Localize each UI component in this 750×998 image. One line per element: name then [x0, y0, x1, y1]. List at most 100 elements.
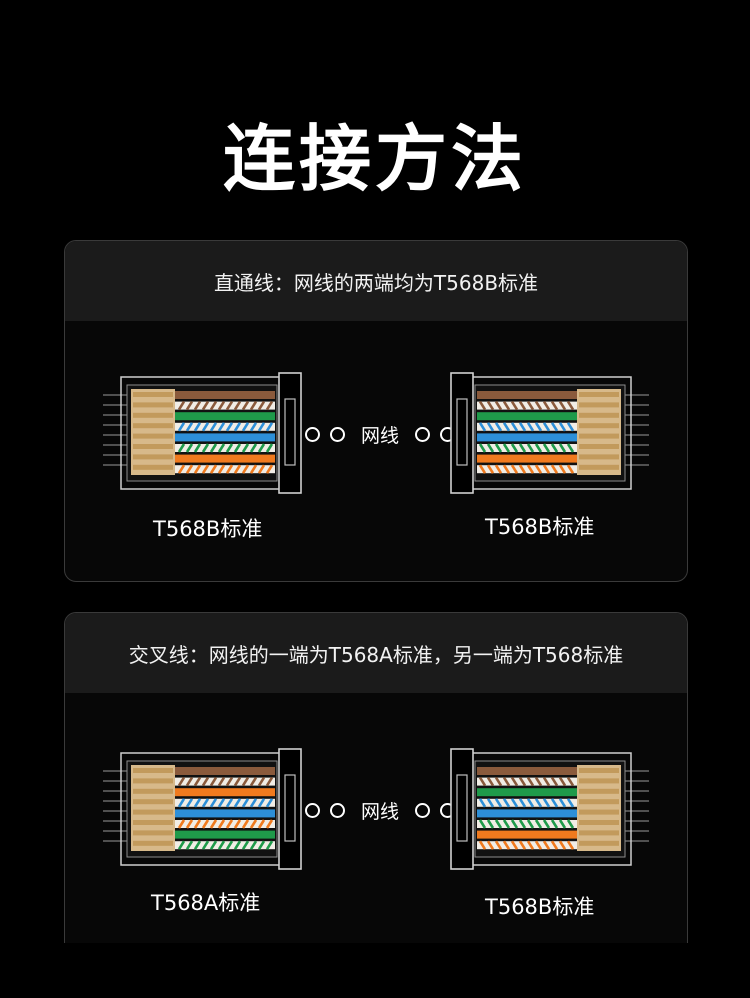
wire-stripe [534, 464, 543, 474]
contact-strip [131, 389, 175, 475]
wire-stripe [265, 776, 274, 787]
wire-stripe [209, 819, 218, 829]
contact-pin [133, 423, 173, 429]
wire-stripe [526, 464, 535, 474]
wire-stripe [217, 422, 226, 432]
contact-pin [133, 820, 173, 825]
wire-stripe [233, 840, 242, 850]
wire-white-orange [175, 465, 275, 474]
link-dot [330, 803, 345, 818]
contact-pin [579, 402, 619, 408]
wire-stripe [201, 798, 210, 808]
wire-stripe [526, 776, 535, 787]
wire-stripe [177, 422, 186, 432]
wire-stripe [518, 819, 527, 829]
contact-pin [133, 433, 173, 439]
wire-stripe [510, 776, 519, 787]
wire-stripe [185, 422, 194, 432]
wire-green [477, 788, 577, 797]
wire-stripe [225, 400, 234, 411]
contact-pin [579, 830, 619, 836]
wire-stripe [257, 400, 266, 411]
wire-stripe [217, 443, 226, 453]
wire-stripe [494, 422, 503, 432]
contact-pin [133, 799, 173, 805]
wire-stripe [486, 776, 495, 787]
left-standard-label: T568B标准 [153, 517, 263, 541]
wire-stripe [185, 400, 194, 411]
wire-stripe [201, 400, 210, 411]
wire-stripe [550, 443, 559, 453]
wire-stripe [526, 840, 535, 850]
contact-strip [131, 765, 175, 851]
wire-stripe [558, 776, 567, 787]
wire-brown [175, 391, 275, 399]
wire-stripe [265, 443, 274, 453]
wire-stripe [566, 443, 575, 453]
wire-stripe [257, 443, 266, 453]
contact-pin [133, 464, 173, 470]
wire-stripe [526, 422, 535, 432]
wire-stripe [542, 798, 551, 808]
wire-stripe [558, 798, 567, 808]
contact-pin [133, 402, 173, 408]
contact-pin [579, 788, 619, 794]
latch-slot [456, 398, 468, 466]
wire-stripe [193, 422, 202, 432]
contact-pin [579, 799, 619, 805]
wire-stripe [502, 840, 511, 850]
wire-stripe [225, 422, 234, 432]
wire-green [175, 412, 275, 421]
contact-pin [133, 768, 173, 773]
wire-stripe [566, 776, 575, 787]
wire-stripe [209, 840, 218, 850]
wire-stripe [558, 840, 567, 850]
link-dot [305, 427, 320, 442]
wire-white-orange [175, 820, 275, 828]
wire-stripe [502, 819, 511, 829]
wire-stripe [518, 464, 527, 474]
wire-stripe [209, 464, 218, 474]
cable-label: 网线 [361, 425, 400, 447]
wire-stripe [494, 798, 503, 808]
wire-stripe [201, 840, 210, 850]
wire-green [175, 830, 275, 839]
connector-left-t568a [103, 748, 302, 870]
wire-stripe [518, 422, 527, 432]
wire-stripe [486, 840, 495, 850]
wire-stripe [478, 422, 487, 432]
contact-pin [579, 412, 619, 418]
wire-stripe [478, 776, 487, 787]
contact-strip [577, 389, 621, 475]
wire-stripe [486, 443, 495, 453]
wire-stripe [518, 798, 527, 808]
wire-stripe [185, 776, 194, 787]
wire-blue [175, 433, 275, 442]
cable-link: 网线 [305, 797, 456, 824]
wire-stripe [542, 443, 551, 453]
connector-right-t568b [450, 748, 649, 870]
wire-stripe [526, 443, 535, 453]
wire-stripe [265, 798, 274, 808]
wire-stripe [177, 443, 186, 453]
wire-stripe [193, 840, 202, 850]
wire-stripe [217, 400, 226, 411]
connector-latch [278, 372, 302, 494]
wire-white-brown [477, 401, 577, 410]
wire-stripe [241, 400, 250, 411]
wire-stripe [558, 819, 567, 829]
link-dot [415, 803, 431, 818]
wire-stripe [534, 776, 543, 787]
wire-stripe [257, 422, 266, 432]
wire-stripe [217, 840, 226, 850]
cable-link: 网线 [305, 421, 456, 448]
contact-pin [579, 454, 619, 460]
wire-stripe [566, 464, 575, 474]
wire-stripe [566, 422, 575, 432]
wire-stripe [494, 400, 503, 411]
wire-stripe [233, 776, 242, 787]
wire-stripe [201, 776, 210, 787]
wire-stripe [265, 422, 274, 432]
wire-stripe [494, 776, 503, 787]
wire-stripe [249, 798, 258, 808]
